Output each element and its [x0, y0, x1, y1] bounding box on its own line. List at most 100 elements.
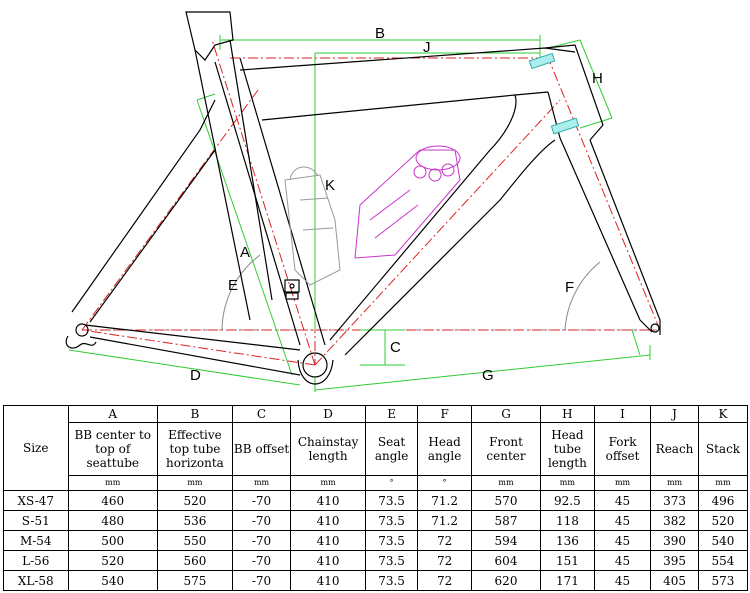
unit-cell: mm [650, 475, 699, 491]
value-cell: 460 [67, 490, 158, 511]
value-cell: 410 [290, 570, 367, 591]
column-name: Reach [650, 422, 699, 476]
value-cell: 540 [697, 530, 749, 551]
column-name: Seat angle [365, 422, 419, 476]
value-cell: 570 [471, 490, 541, 511]
letter-cell: K [697, 405, 749, 423]
value-cell: 560 [156, 550, 233, 571]
value-cell: 390 [650, 530, 699, 551]
column-name: BB center to top of seattube [67, 422, 158, 476]
value-cell: 373 [650, 490, 699, 511]
value-cell: 395 [650, 550, 699, 571]
unit-cell: mm [697, 475, 749, 491]
value-cell: 171 [539, 570, 595, 591]
value-cell: 73.5 [365, 530, 419, 551]
value-cell: 410 [290, 550, 367, 571]
value-cell: 73.5 [365, 510, 419, 531]
value-cell: 604 [471, 550, 541, 571]
value-cell: 71.2 [417, 510, 473, 531]
unit-cell: mm [231, 475, 292, 491]
unit-cell: ° [417, 475, 473, 491]
letter-cell: H [539, 405, 595, 423]
value-cell: 480 [67, 510, 158, 531]
value-cell: 72 [417, 570, 473, 591]
value-cell: -70 [231, 570, 292, 591]
label-e: E [228, 277, 238, 294]
value-cell: -70 [231, 550, 292, 571]
unit-cell: mm [593, 475, 652, 491]
letter-cell: C [231, 405, 292, 423]
column-name: Chainstay length [290, 422, 367, 476]
bottle-cage-seattube [284, 166, 341, 286]
value-cell: 520 [156, 490, 233, 511]
geometry-table: Size A B C D E F G H I J K BB center to … [3, 405, 749, 591]
value-cell: 520 [697, 510, 749, 531]
letter-cell: G [471, 405, 541, 423]
value-cell: 410 [290, 530, 367, 551]
column-name: BB offset [231, 422, 292, 476]
letter-cell: J [650, 405, 699, 423]
letter-cell: I [593, 405, 652, 423]
size-cell: L-56 [3, 550, 69, 571]
size-cell: M-54 [3, 530, 69, 551]
label-a: A [240, 244, 250, 261]
label-j: J [423, 39, 431, 56]
value-cell: 536 [156, 510, 233, 531]
unit-cell: ° [365, 475, 419, 491]
name-row: BB center to top of seattube Effective t… [4, 422, 749, 476]
value-cell: 45 [593, 490, 652, 511]
value-cell: 136 [539, 530, 595, 551]
unit-cell: mm [290, 475, 367, 491]
value-cell: 73.5 [365, 570, 419, 591]
letter-cell: E [365, 405, 419, 423]
value-cell: 496 [697, 490, 749, 511]
label-c: C [390, 339, 401, 356]
column-name: Head tube length [539, 422, 595, 476]
head-tube-marks [528, 52, 580, 135]
label-k: K [325, 177, 335, 194]
size-cell: XL-58 [3, 570, 69, 591]
value-cell: 118 [539, 510, 595, 531]
label-b: B [375, 25, 385, 42]
value-cell: 45 [593, 570, 652, 591]
value-cell: 410 [290, 490, 367, 511]
column-name: Stack [697, 422, 749, 476]
value-cell: 45 [593, 510, 652, 531]
size-cell: XS-47 [3, 490, 69, 511]
value-cell: 575 [156, 570, 233, 591]
value-cell: 72 [417, 530, 473, 551]
size-cell: S-51 [3, 510, 69, 531]
value-cell: 151 [539, 550, 595, 571]
column-name: Fork offset [593, 422, 652, 476]
bottle-cage-downtube [354, 145, 461, 259]
value-cell: -70 [231, 530, 292, 551]
label-h: H [592, 70, 603, 87]
letter-cell: B [156, 405, 233, 423]
value-cell: 73.5 [365, 550, 419, 571]
letter-cell: A [67, 405, 158, 423]
value-cell: 92.5 [539, 490, 595, 511]
value-cell: 45 [593, 530, 652, 551]
unit-row: mm mm mm mm ° ° mm mm mm mm mm [4, 475, 749, 491]
unit-cell: mm [156, 475, 233, 491]
size-header: Size [3, 405, 69, 491]
letter-row: Size A B C D E F G H I J K [3, 405, 749, 491]
value-cell: -70 [231, 490, 292, 511]
unit-cell: mm [539, 475, 595, 491]
value-cell: 540 [67, 570, 158, 591]
value-cell: 500 [67, 530, 158, 551]
value-cell: 550 [156, 530, 233, 551]
value-cell: 71.2 [417, 490, 473, 511]
value-cell: 72 [417, 550, 473, 571]
bike-frame [65, 11, 661, 385]
dimension-lines [68, 35, 651, 392]
unit-cell: mm [67, 475, 158, 491]
value-cell: 620 [471, 570, 541, 591]
value-cell: 45 [593, 550, 652, 571]
column-name: Front center [471, 422, 541, 476]
